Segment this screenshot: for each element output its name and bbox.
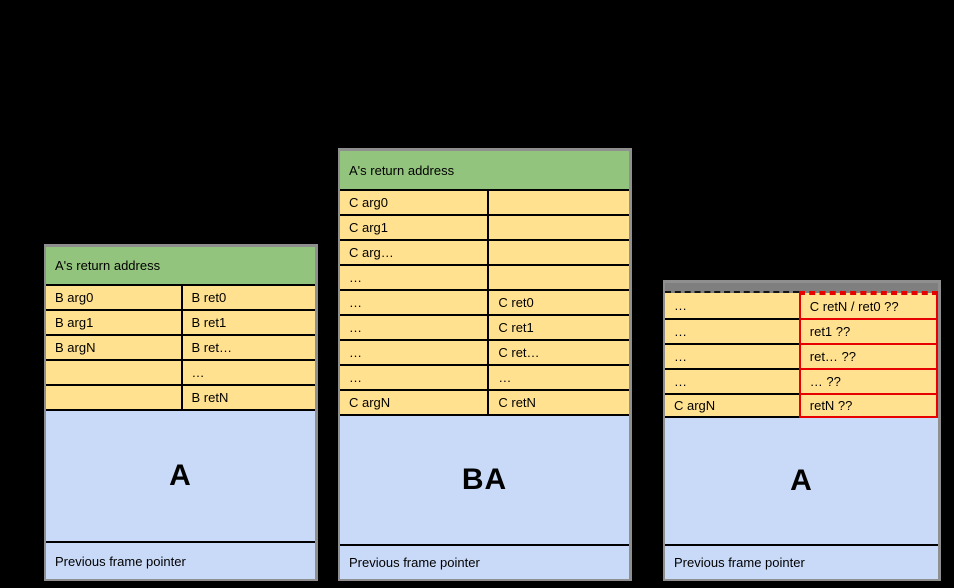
frame-label: A — [790, 464, 813, 497]
stack-row: B arg1 B ret1 — [46, 309, 315, 334]
stack-cell-arg: … — [665, 318, 799, 343]
stack-cell-arg — [46, 386, 181, 409]
stack-cell-arg: C arg1 — [340, 216, 488, 239]
return-address-header: A's return address — [46, 247, 315, 284]
stack-frame-c-call: A's return address C arg0 C arg1 C arg… … — [338, 148, 632, 581]
stack-row: B argN B ret… — [46, 334, 315, 359]
previous-frame-pointer: Previous frame pointer — [340, 544, 629, 579]
stack-cell-ret — [487, 266, 629, 289]
stack-cell-arg: B arg0 — [46, 286, 181, 309]
stack-cell-ret: C ret1 — [487, 316, 629, 339]
stack-row: C argN C retN — [340, 389, 629, 414]
frame-body: A — [46, 409, 315, 541]
stack-frame-after-tail-call: … C retN / ret0 ?? … ret1 ?? … ret… ?? …… — [663, 280, 941, 581]
stack-cell-ret: C ret… — [487, 341, 629, 364]
stack-cell-arg — [46, 361, 181, 384]
stack-cell-ret-uncertain: ret… ?? — [798, 343, 938, 368]
stack-cell-arg: B arg1 — [46, 311, 181, 334]
stack-cell-ret-uncertain: … ?? — [798, 368, 938, 393]
stack-cell-ret — [487, 216, 629, 239]
stack-cell-ret — [487, 191, 629, 214]
stack-cell-ret: C retN — [487, 391, 629, 414]
ghost-header-left — [665, 283, 799, 293]
stack-cell-arg: … — [340, 316, 488, 339]
stack-row: … ret1 ?? — [665, 318, 938, 343]
stack-row: … … — [340, 364, 629, 389]
stack-cell-arg: … — [340, 341, 488, 364]
stack-row: … … ?? — [665, 368, 938, 393]
stack-cell-ret: … — [487, 366, 629, 389]
stack-row: … C ret… — [340, 339, 629, 364]
stack-row: C arg… — [340, 239, 629, 264]
stack-row: C argN retN ?? — [665, 393, 938, 418]
stack-cell-ret: … — [180, 361, 315, 384]
frame-label: BA — [461, 463, 508, 496]
stack-row: … C retN / ret0 ?? — [665, 293, 938, 318]
stack-row: … — [340, 264, 629, 289]
stack-cell-ret: B retN — [180, 386, 315, 409]
stack-cell-arg: … — [665, 343, 799, 368]
stack-cell-arg: … — [340, 291, 488, 314]
stack-cell-arg: … — [665, 293, 799, 318]
stack-cell-arg: C argN — [665, 393, 799, 418]
frame-label: A — [169, 459, 192, 492]
stack-cell-arg: … — [340, 366, 488, 389]
stack-row: … ret… ?? — [665, 343, 938, 368]
ghost-header-right — [798, 283, 938, 293]
stack-cell-ret-uncertain: retN ?? — [798, 393, 938, 418]
previous-frame-pointer: Previous frame pointer — [665, 544, 938, 579]
stack-row: C arg0 — [340, 189, 629, 214]
frame-body: BA — [340, 414, 629, 544]
return-address-header: A's return address — [340, 151, 629, 189]
stack-cell-arg: … — [665, 368, 799, 393]
stack-row: B arg0 B ret0 — [46, 284, 315, 309]
stack-cell-arg: C arg… — [340, 241, 488, 264]
stack-cell-ret: C ret0 — [487, 291, 629, 314]
stack-cell-arg: C arg0 — [340, 191, 488, 214]
previous-frame-pointer: Previous frame pointer — [46, 541, 315, 579]
stack-row: … — [46, 359, 315, 384]
stack-cell-arg: C argN — [340, 391, 488, 414]
frame-body: A — [665, 418, 938, 544]
stack-cell-ret: B ret0 — [180, 286, 315, 309]
stack-cell-ret: B ret1 — [180, 311, 315, 334]
stack-row: B retN — [46, 384, 315, 409]
stack-cell-ret-uncertain: ret1 ?? — [798, 318, 938, 343]
stack-row: … C ret1 — [340, 314, 629, 339]
ghost-header-strip — [665, 283, 938, 293]
stack-cell-arg: … — [340, 266, 488, 289]
stack-cell-ret-uncertain: C retN / ret0 ?? — [798, 293, 938, 318]
stack-row: C arg1 — [340, 214, 629, 239]
stack-cell-arg: B argN — [46, 336, 181, 359]
stack-cell-ret — [487, 241, 629, 264]
stack-frame-b-call: A's return address B arg0 B ret0 B arg1 … — [44, 244, 318, 581]
stack-cell-ret: B ret… — [180, 336, 315, 359]
stack-row: … C ret0 — [340, 289, 629, 314]
